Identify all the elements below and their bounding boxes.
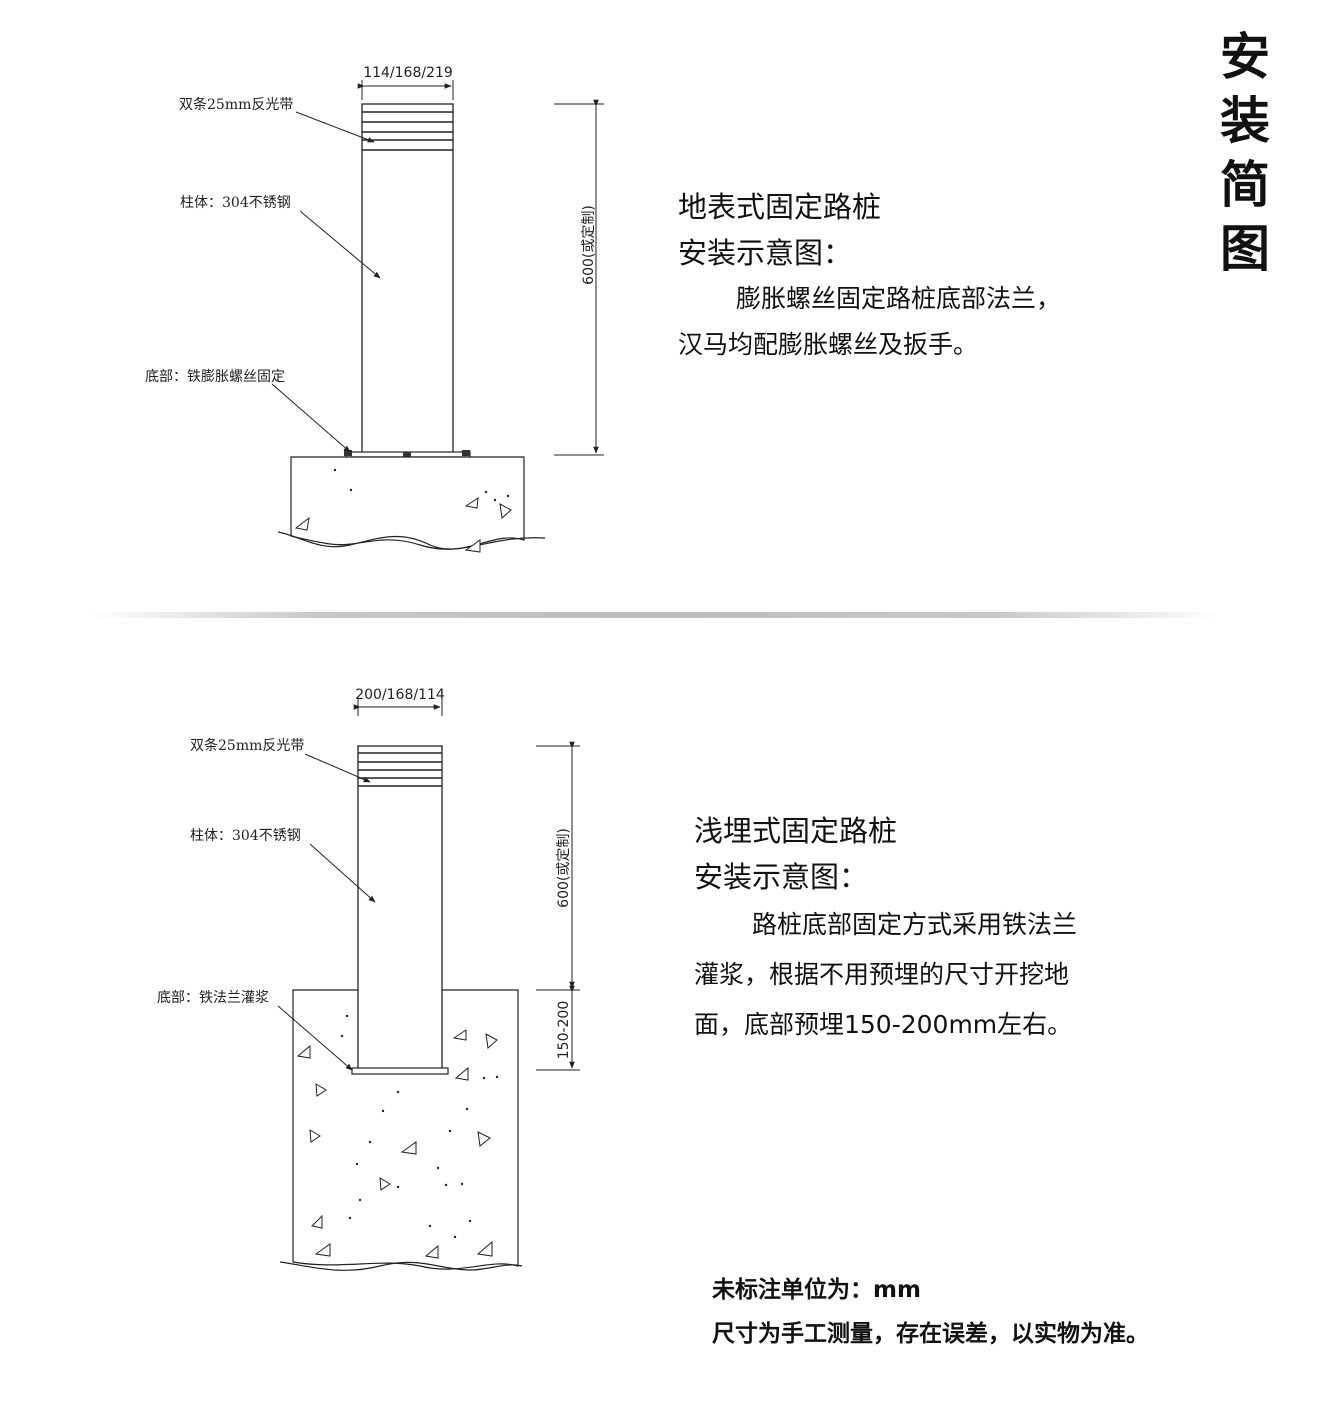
side-title-char-2: 装 xyxy=(1220,91,1270,150)
d2-bollard-body xyxy=(357,745,443,1071)
side-title-char-4: 图 xyxy=(1220,219,1270,278)
d2-label-base: 底部：铁法兰灌浆 xyxy=(157,990,269,1006)
surface-bollard-diagram: 114/168/219 600(或定制) 双条25mm反光带 柱体：304不锈钢… xyxy=(145,65,604,553)
d1-title-line1: 地表式固定路桩 xyxy=(678,190,882,224)
footnote-unit: 未标注单位为：mm xyxy=(712,1277,921,1303)
d2-width-dim: 200/168/114 xyxy=(355,687,445,703)
d1-desc-line1: 膨胀螺丝固定路桩底部法兰， xyxy=(736,284,1062,313)
d2-embed-dim: 150-200 xyxy=(556,1001,572,1060)
d1-label-body: 柱体：304不锈钢 xyxy=(180,195,291,211)
d1-desc-line2: 汉马均配膨胀螺丝及扳手。 xyxy=(678,330,979,359)
d1-label-base: 底部：铁膨胀螺丝固定 xyxy=(145,368,285,385)
d1-width-dim: 114/168/219 xyxy=(363,65,453,81)
d2-description: 浅埋式固定路桩 安装示意图： 路桩底部固定方式采用铁法兰 灌浆，根据不用预埋的尺… xyxy=(694,808,1077,1050)
side-title: 安 装 简 图 xyxy=(1210,30,1280,286)
d1-label-reflective: 双条25mm反光带 xyxy=(179,96,293,113)
d2-label-body: 柱体：304不锈钢 xyxy=(190,828,301,844)
d1-description: 地表式固定路桩 安装示意图： 膨胀螺丝固定路桩底部法兰， 汉马均配膨胀螺丝及扳手… xyxy=(678,184,1061,368)
section-divider xyxy=(90,612,1220,618)
d2-desc-line1: 路桩底部固定方式采用铁法兰 xyxy=(752,910,1078,939)
d1-ground-block xyxy=(290,456,525,550)
d2-desc-line2: 灌浆，根据不用预埋的尺寸开挖地 xyxy=(694,960,1070,989)
footnote: 未标注单位为：mm 尺寸为手工测量，存在误差，以实物为准。 xyxy=(712,1268,1149,1356)
d2-label-reflective: 双条25mm反光带 xyxy=(190,737,304,754)
side-title-char-3: 简 xyxy=(1220,155,1270,214)
d2-ground-block xyxy=(292,989,519,1270)
side-title-char-1: 安 xyxy=(1220,27,1270,86)
d2-title-line1: 浅埋式固定路桩 xyxy=(694,814,898,848)
d2-desc-line3: 面，底部预埋150-200mm左右。 xyxy=(694,1010,1073,1039)
d1-title-line2: 安装示意图： xyxy=(678,236,853,270)
d1-height-dim: 600(或定制) xyxy=(581,205,597,285)
footnote-disclaimer: 尺寸为手工测量，存在误差，以实物为准。 xyxy=(712,1321,1149,1347)
d2-title-line2: 安装示意图： xyxy=(694,860,869,894)
d1-bollard-body xyxy=(361,103,454,455)
shallow-bollard-diagram: 200/168/114 600(或定制) 150-200 双条25 xyxy=(157,687,580,1271)
d2-height-dim: 600(或定制) xyxy=(556,828,572,908)
